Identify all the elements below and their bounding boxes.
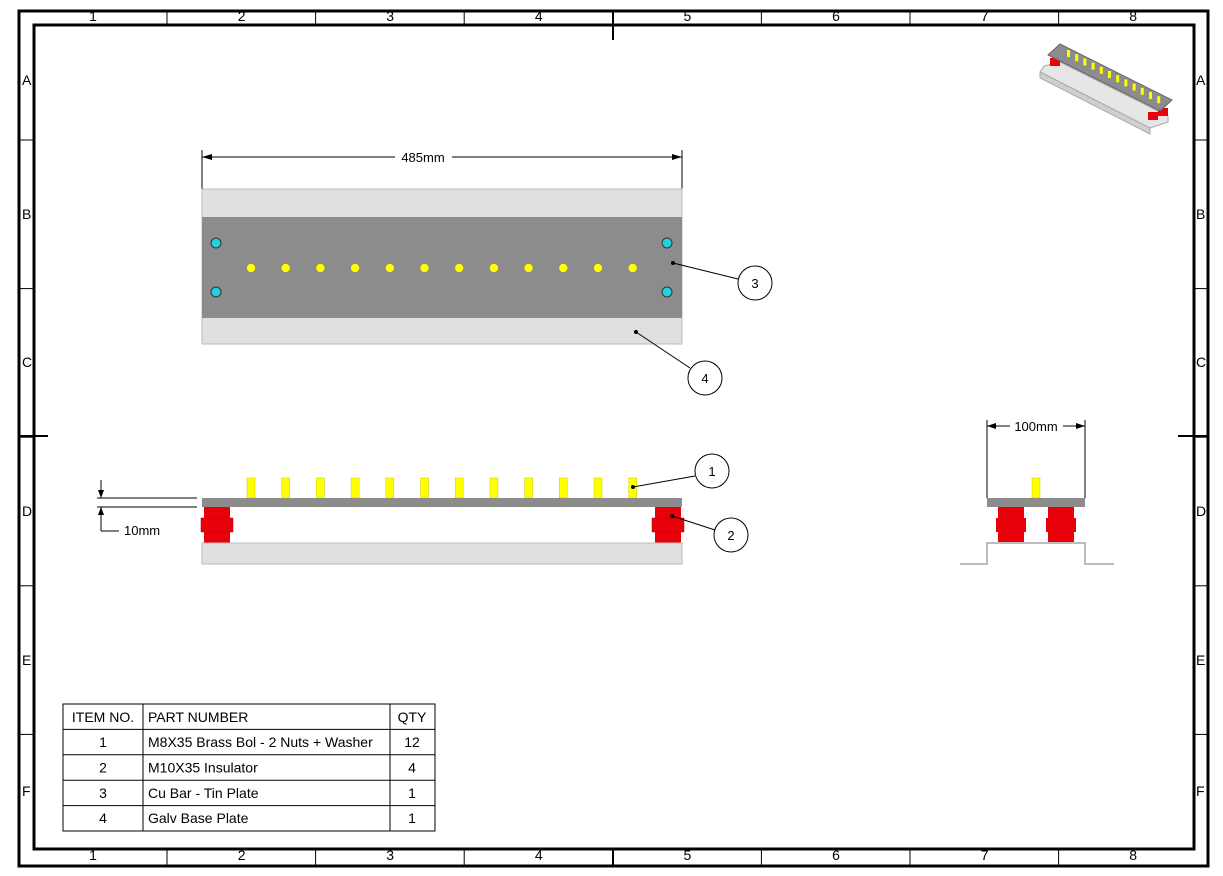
bom-part-number: M8X35 Brass Bol - 2 Nuts + Washer <box>148 734 373 750</box>
column-label: 6 <box>832 8 840 24</box>
row-label: C <box>22 354 32 370</box>
bolt-iso <box>1099 66 1103 74</box>
header-part-number: PART NUMBER <box>148 709 248 725</box>
base-plate-front <box>201 542 683 565</box>
row-label: B <box>22 206 31 222</box>
bolt-top <box>280 263 291 273</box>
column-label: 8 <box>1129 8 1137 24</box>
column-label: 2 <box>238 8 246 24</box>
bom-qty: 12 <box>404 734 420 750</box>
bolt-front <box>246 477 256 499</box>
bolt-top <box>246 263 256 273</box>
bolt-top <box>315 263 326 273</box>
bolt-iso <box>1091 62 1095 70</box>
bolt-top <box>419 263 430 273</box>
bolt-iso <box>1116 75 1120 83</box>
column-label: 1 <box>89 8 97 24</box>
balloon-4 <box>687 360 723 396</box>
bolt-iso <box>1108 71 1111 78</box>
balloon-3 <box>737 265 773 301</box>
column-label: 1 <box>89 847 97 863</box>
bom-qty: 1 <box>408 785 416 801</box>
column-label: 7 <box>981 8 989 24</box>
bolt-iso <box>1140 87 1144 95</box>
width-dimension: 100mm <box>1014 419 1057 434</box>
thickness-dimension: 10mm <box>124 523 160 538</box>
column-label: 7 <box>981 847 989 863</box>
column-label: 4 <box>535 8 543 24</box>
header-item-no: ITEM NO. <box>72 709 134 725</box>
bom-qty: 1 <box>408 810 416 826</box>
bom-part-number: Galv Base Plate <box>148 810 249 826</box>
front-view: 10mm 1 2 <box>97 453 749 565</box>
bom-part-number: Cu Bar - Tin Plate <box>148 785 259 801</box>
bolt-top <box>627 263 638 273</box>
bolt-top <box>558 263 569 273</box>
row-label: C <box>1196 354 1206 370</box>
column-label: 3 <box>386 847 394 863</box>
row-label: D <box>22 503 32 519</box>
cu-bar-front <box>202 498 682 507</box>
bolt-iso <box>1067 50 1070 57</box>
bolt-iso <box>1157 96 1161 104</box>
bolt-top <box>593 263 603 273</box>
top-view: 485mm 3 4 <box>201 150 773 396</box>
column-label: 5 <box>684 8 692 24</box>
balloon-3-label: 3 <box>751 276 758 291</box>
row-label: A <box>1196 72 1206 88</box>
bolt-front <box>559 477 568 499</box>
row-label: E <box>22 652 31 668</box>
bolt-front <box>385 477 395 499</box>
bom-qty: 4 <box>408 759 416 775</box>
bolt-front <box>350 477 360 499</box>
column-label: 2 <box>238 847 246 863</box>
row-label: A <box>22 72 32 88</box>
row-label: B <box>1196 206 1205 222</box>
row-label: F <box>1196 783 1205 799</box>
row-label: D <box>1196 503 1206 519</box>
bom-item-no: 1 <box>99 734 107 750</box>
bolt-iso <box>1149 92 1152 99</box>
bolt-iso <box>1083 58 1087 66</box>
bom-item-no: 4 <box>99 810 107 826</box>
balloon-2 <box>713 517 749 553</box>
isometric-view <box>1039 43 1173 135</box>
bolt-front <box>281 477 290 499</box>
column-label: 8 <box>1129 847 1137 863</box>
bolt-front <box>316 477 325 499</box>
bolt-front <box>593 477 603 499</box>
bom-item-no: 2 <box>99 759 107 775</box>
length-dimension: 485mm <box>401 150 444 165</box>
bolt-front <box>489 477 499 499</box>
bolt-top <box>523 263 534 273</box>
column-label: 6 <box>832 847 840 863</box>
bolt-front <box>420 477 429 499</box>
row-label: F <box>22 783 31 799</box>
side-view: 100mm <box>960 419 1114 565</box>
bolt-top <box>489 263 499 273</box>
row-label: E <box>1196 652 1205 668</box>
balloon-1-label: 1 <box>708 464 715 479</box>
bolt-top <box>384 263 395 273</box>
cu-bar-top <box>202 217 682 318</box>
bom-item-no: 3 <box>99 785 107 801</box>
bolt-iso <box>1132 83 1136 91</box>
bolt-top <box>454 263 465 273</box>
header-qty: QTY <box>398 709 427 725</box>
balloon-1 <box>694 453 730 489</box>
bolt-front <box>454 477 464 499</box>
column-label: 3 <box>386 8 394 24</box>
bom-table: ITEM NO. PART NUMBER QTY 1 M8X35 Brass Bo… <box>62 703 436 832</box>
column-label: 5 <box>684 847 692 863</box>
balloon-2-label: 2 <box>727 528 734 543</box>
bolt-front <box>524 477 533 499</box>
bolt-top <box>350 263 360 273</box>
bolt-iso <box>1075 54 1079 62</box>
balloon-4-label: 4 <box>701 371 708 386</box>
column-label: 4 <box>535 847 543 863</box>
bolt-iso <box>1124 79 1128 87</box>
bom-part-number: M10X35 Insulator <box>148 759 258 775</box>
